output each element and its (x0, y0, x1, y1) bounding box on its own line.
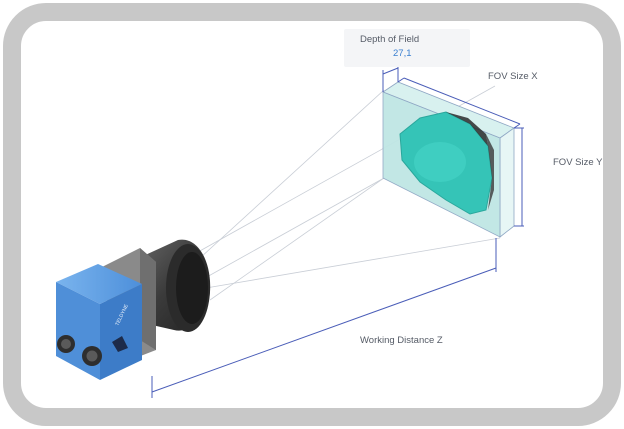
depth-of-field-callout (344, 29, 470, 67)
working-distance-z-dimension (151, 238, 497, 398)
rounded-frame-border (3, 3, 621, 426)
fov-size-x-label: FOV Size X (488, 71, 538, 82)
machine-vision-camera-icon: TELDYNE (56, 239, 211, 380)
working-distance-z-label: Working Distance Z (360, 335, 443, 346)
fov-size-y-label: FOV Size Y (553, 157, 603, 168)
depth-of-field-label: Depth of Field (360, 34, 420, 45)
inspection-object-icon (399, 111, 494, 215)
fov-size-y-dimension (514, 127, 524, 227)
depth-of-field-dimension (382, 64, 399, 92)
depth-of-field-value: 27,1 (393, 48, 412, 59)
fov-size-x-dimension (397, 77, 521, 129)
